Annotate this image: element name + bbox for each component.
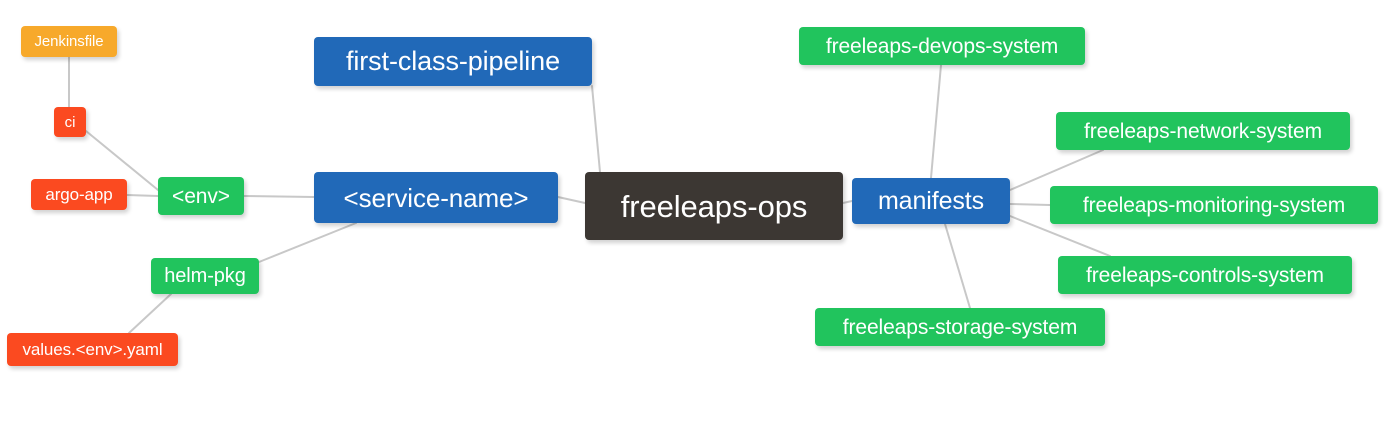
mindmap-node-values-env-yaml[interactable]: values.<env>.yaml xyxy=(7,333,178,366)
mindmap-node-label: Jenkinsfile xyxy=(34,33,104,50)
edge-freeleaps-ops-to-first-class-pipeline xyxy=(591,85,601,173)
mindmap-node-label: freeleaps-ops xyxy=(620,188,808,224)
mindmap-node-env[interactable]: <env> xyxy=(158,177,244,215)
mindmap-node-jenkinsfile[interactable]: Jenkinsfile xyxy=(21,26,117,57)
mindmap-node-label: <env> xyxy=(172,184,230,208)
mindmap-node-argo-app[interactable]: argo-app xyxy=(31,179,127,210)
edge-manifests-to-freeleaps-network-system xyxy=(1009,149,1104,191)
mindmap-node-helm-pkg[interactable]: helm-pkg xyxy=(151,258,259,294)
edge-manifests-to-freeleaps-storage-system xyxy=(944,223,971,309)
mindmap-node-label: freeleaps-storage-system xyxy=(842,315,1078,339)
mindmap-node-label: argo-app xyxy=(45,185,113,204)
mindmap-node-freeleaps-network-system[interactable]: freeleaps-network-system xyxy=(1056,112,1350,150)
mindmap-node-freeleaps-controls-system[interactable]: freeleaps-controls-system xyxy=(1058,256,1352,294)
mindmap-node-label: freeleaps-devops-system xyxy=(825,34,1059,58)
mindmap-node-label: freeleaps-controls-system xyxy=(1086,263,1324,287)
mindmap-node-service-name[interactable]: <service-name> xyxy=(314,172,558,223)
edge-helm-pkg-to-values-env-yaml xyxy=(128,293,172,334)
mindmap-node-label: freeleaps-network-system xyxy=(1083,119,1322,143)
mindmap-node-ci[interactable]: ci xyxy=(54,107,86,137)
edge-manifests-to-freeleaps-monitoring-system xyxy=(1009,203,1051,206)
edge-service-name-to-env xyxy=(243,195,315,198)
edge-freeleaps-ops-to-manifests xyxy=(842,200,853,204)
mindmap-node-label: freeleaps-monitoring-system xyxy=(1082,193,1346,217)
mindmap-node-label: manifests xyxy=(877,186,985,215)
mindmap-node-label: values.<env>.yaml xyxy=(22,340,163,359)
edge-freeleaps-ops-to-service-name xyxy=(557,196,586,204)
mindmap-node-label: <service-name> xyxy=(343,182,529,213)
mindmap-node-freeleaps-monitoring-system[interactable]: freeleaps-monitoring-system xyxy=(1050,186,1378,224)
mindmap-node-freeleaps-storage-system[interactable]: freeleaps-storage-system xyxy=(815,308,1105,346)
mindmap-node-label: helm-pkg xyxy=(164,265,246,287)
mindmap-node-freeleaps-devops-system[interactable]: freeleaps-devops-system xyxy=(799,27,1085,65)
edge-service-name-to-helm-pkg xyxy=(258,222,357,263)
mindmap-node-label: first-class-pipeline xyxy=(345,46,561,76)
mindmap-node-label: ci xyxy=(64,113,76,131)
edge-manifests-to-freeleaps-devops-system xyxy=(930,64,942,179)
edge-env-to-argo-app xyxy=(126,194,159,197)
mindmap-node-manifests[interactable]: manifests xyxy=(852,178,1010,224)
mindmap-node-freeleaps-ops[interactable]: freeleaps-ops xyxy=(585,172,843,240)
mindmap-node-first-class-pipeline[interactable]: first-class-pipeline xyxy=(314,37,592,86)
